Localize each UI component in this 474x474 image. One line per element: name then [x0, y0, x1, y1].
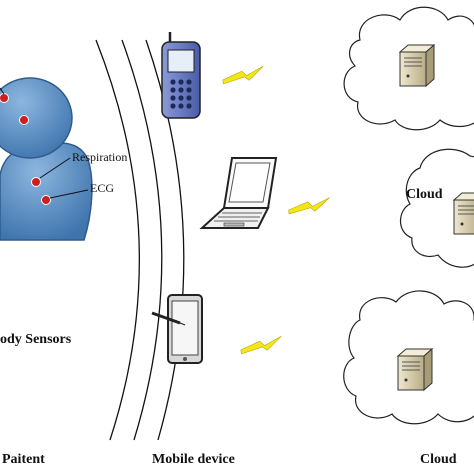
ecg-label: ECG — [90, 181, 114, 195]
patient-label: Paitent — [2, 452, 45, 467]
sensor-dot-respiration — [31, 177, 41, 187]
tablet-icon — [151, 294, 203, 364]
respiration-label: Respiration — [72, 150, 128, 164]
cloud-label: Cloud — [406, 187, 443, 202]
mobile-device-label: Mobile device — [152, 452, 235, 467]
cloud-label-bottom: Cloud — [420, 452, 457, 467]
body-sensors-label: ody Sensors — [0, 332, 72, 347]
sensor-dots — [0, 93, 51, 205]
sensor-dot-head-right — [19, 115, 29, 125]
sensor-dot-ecg — [41, 195, 51, 205]
sensor-dot-head-left — [0, 93, 9, 103]
laptop-icon — [199, 157, 278, 229]
sensor-pointers — [0, 87, 89, 199]
phone-icon — [161, 32, 201, 119]
person-icon — [0, 77, 93, 241]
